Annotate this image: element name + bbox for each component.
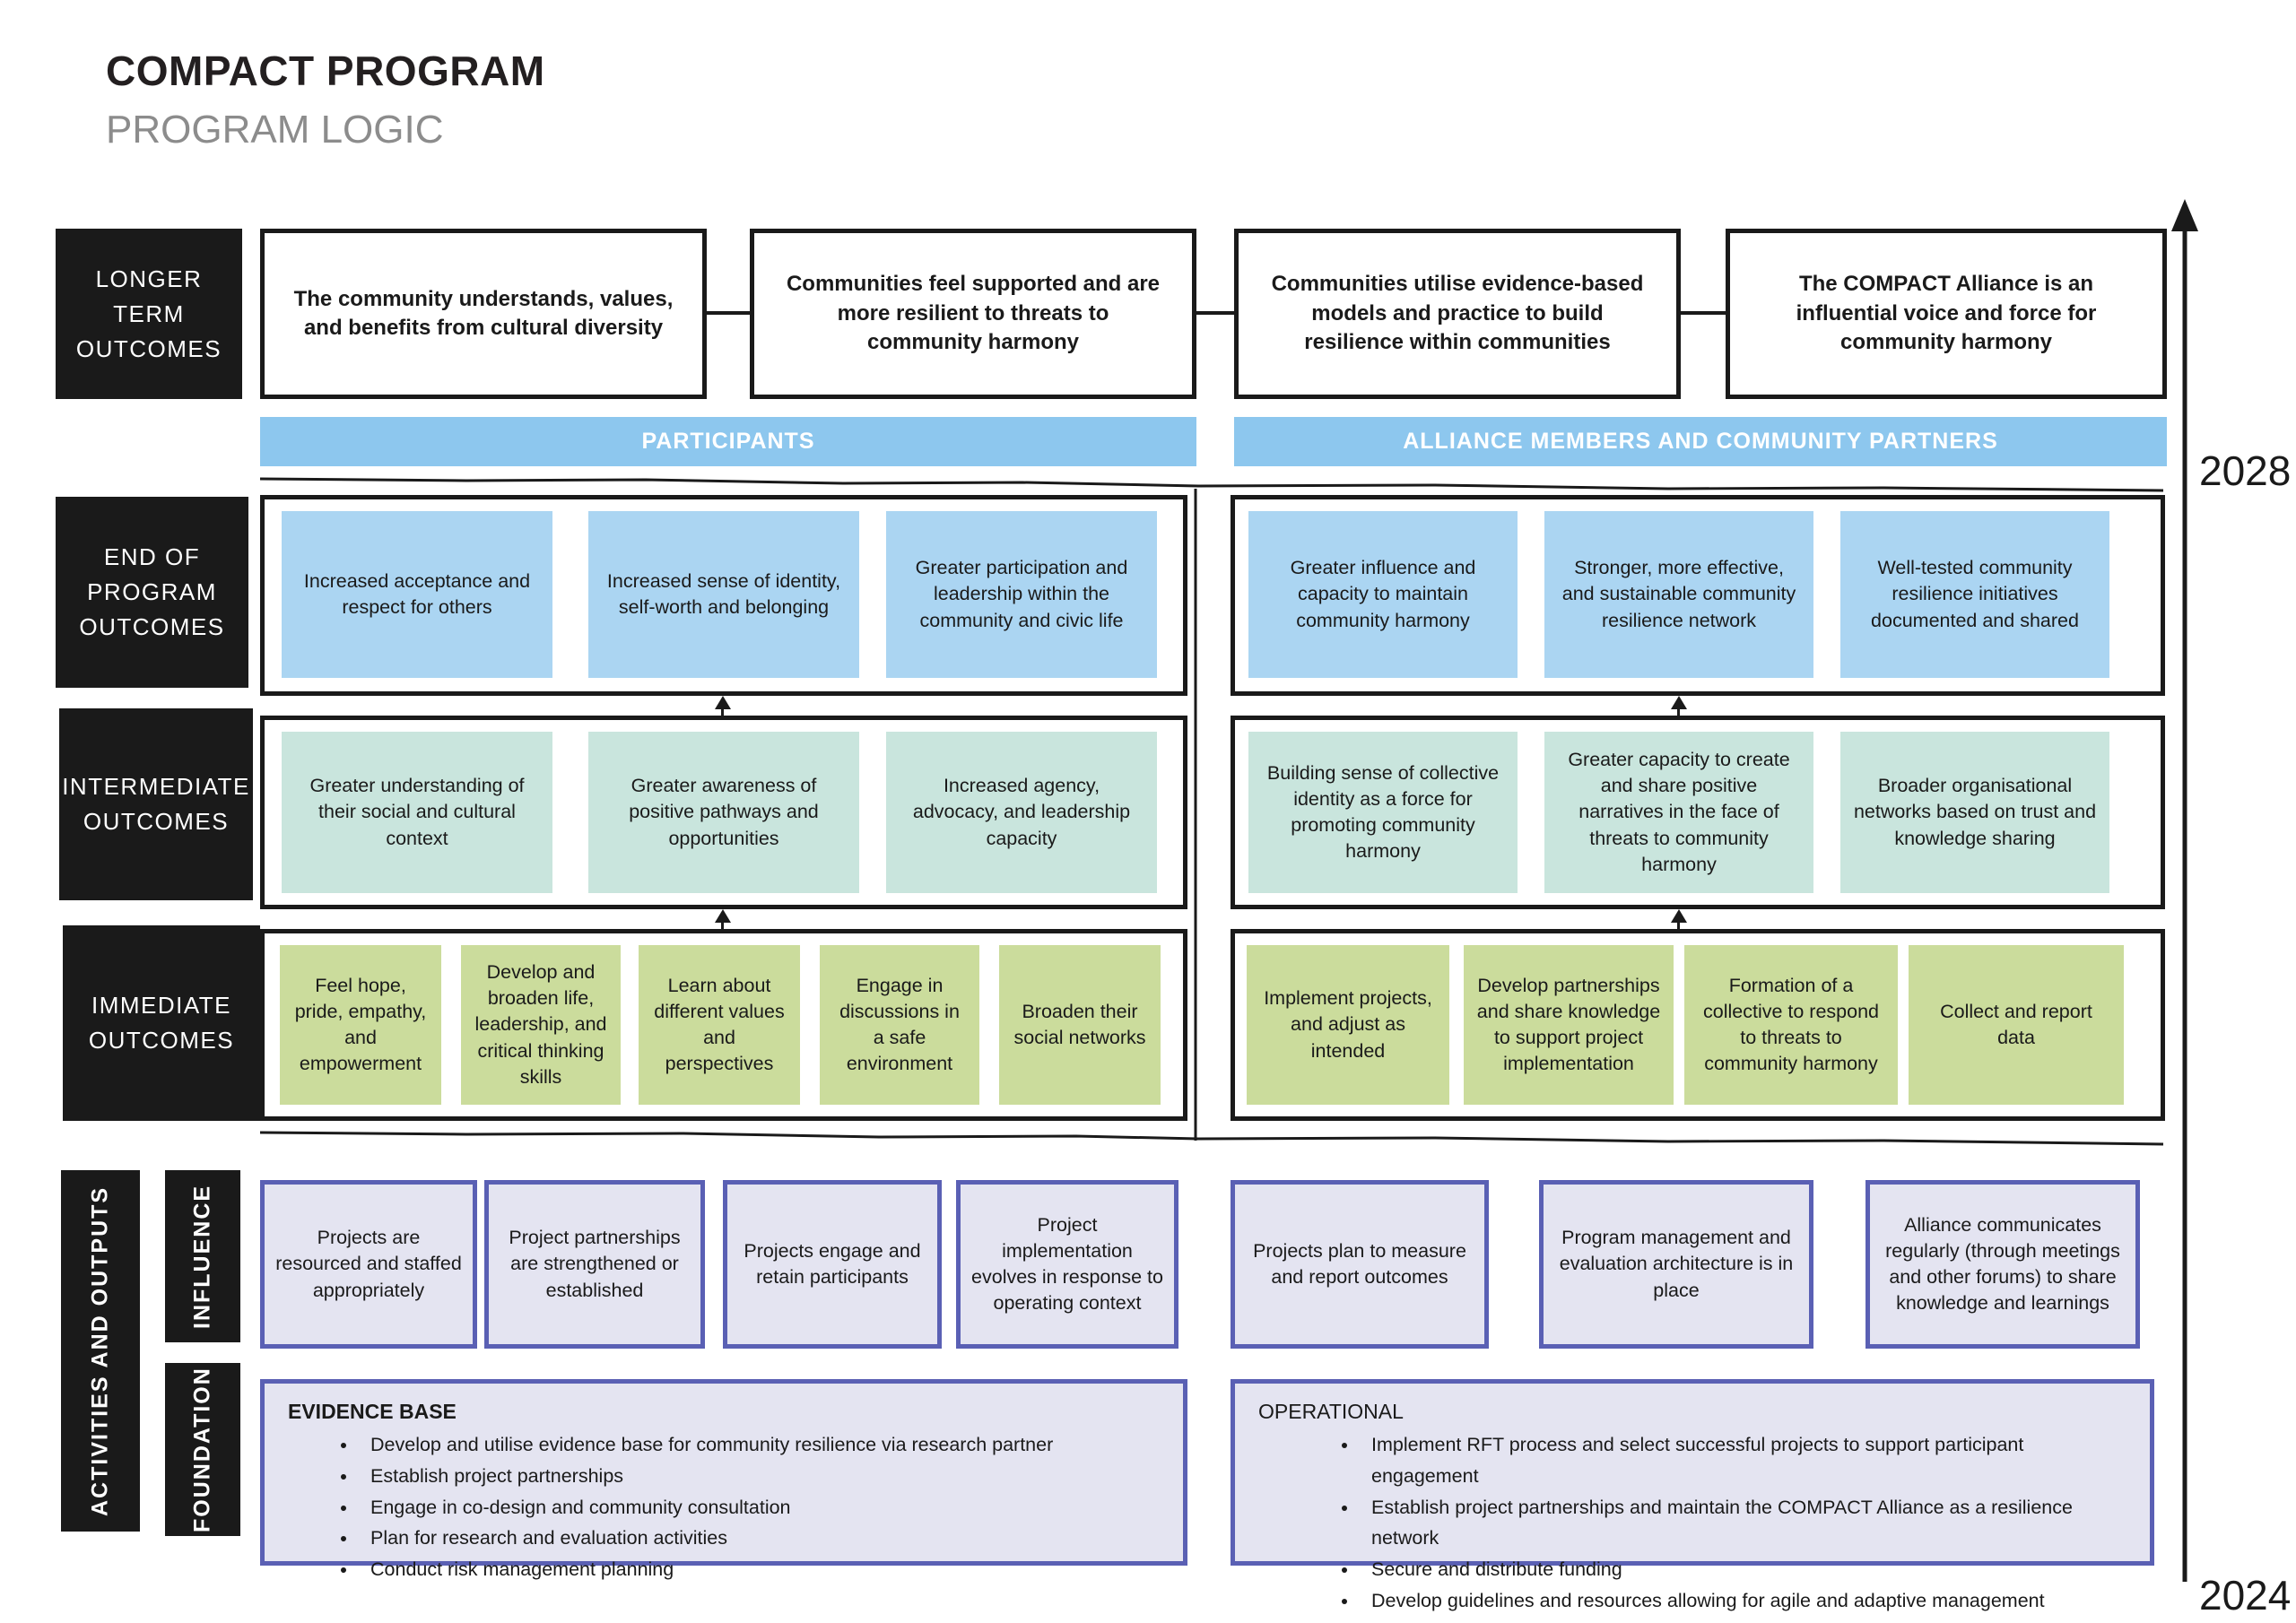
influence-output: Projects are resourced and staffed appro…	[260, 1180, 477, 1349]
intermediate-outcome: Increased agency, advocacy, and leadersh…	[886, 732, 1157, 893]
evidence-base-heading: EVIDENCE BASE	[288, 1400, 457, 1423]
influence-output: Project implementation evolves in respon…	[956, 1180, 1178, 1349]
row-label-activities-and-outputs: ACTIVITIES AND OUTPUTS	[61, 1170, 140, 1532]
arrow-head-icon	[1670, 696, 1687, 709]
intermediate-outcome: Greater awareness of positive pathways a…	[588, 732, 859, 893]
banner-alliance-members: ALLIANCE MEMBERS AND COMMUNITY PARTNERS	[1234, 417, 2167, 466]
immediate-outcome: Develop partnerships and share knowledge…	[1464, 945, 1674, 1105]
timeline-year-2028: 2028	[2199, 447, 2292, 494]
end-of-program-outcome: Well-tested community resilience initiat…	[1840, 511, 2109, 678]
up-arrow-alliance-2	[1670, 909, 1687, 929]
arrow-head-icon	[714, 909, 731, 923]
operational-item: Develop guidelines and resources allowin…	[1359, 1585, 2126, 1617]
operational-item: Establish project partnerships and maint…	[1359, 1492, 2126, 1555]
evidence-base-item: Establish project partnerships	[358, 1461, 1160, 1492]
evidence-base-item: Develop and utilise evidence base for co…	[358, 1429, 1160, 1461]
evidence-base-item: Plan for research and evaluation activit…	[358, 1523, 1160, 1554]
sketch-divider-bottom	[259, 1131, 2164, 1146]
intermediate-outcome: Greater understanding of their social an…	[282, 732, 552, 893]
foundation-operational: OPERATIONAL Implement RFT process and se…	[1231, 1379, 2154, 1623]
end-of-program-outcome: Stronger, more effective, and sustainabl…	[1544, 511, 1813, 678]
intermediate-outcome: Broader organisational networks based on…	[1840, 732, 2109, 893]
up-arrow-alliance-1	[1670, 696, 1687, 716]
end-of-program-outcome: Increased acceptance and respect for oth…	[282, 511, 552, 678]
operational-item: Secure and distribute funding	[1359, 1554, 2126, 1585]
row-label-longer-term-outcomes: LONGER TERM OUTCOMES	[56, 229, 242, 399]
timeline-year-2024: 2024	[2199, 1572, 2292, 1619]
longer-term-outcome-4: The COMPACT Alliance is an influential v…	[1726, 229, 2167, 399]
page-subtitle: PROGRAM LOGIC	[106, 108, 444, 152]
immediate-outcome: Formation of a collective to respond to …	[1684, 945, 1898, 1105]
immediate-outcome: Feel hope, pride, empathy, and empowerme…	[280, 945, 441, 1105]
operational-heading: OPERATIONAL	[1258, 1400, 1404, 1423]
longer-term-outcome-3: Communities utilise evidence-based model…	[1234, 229, 1681, 399]
immediate-outcome: Engage in discussions in a safe environm…	[820, 945, 979, 1105]
intermediate-outcome: Building sense of collective identity as…	[1248, 732, 1518, 893]
evidence-base-item: Conduct risk management planning	[358, 1554, 1160, 1585]
page-title: COMPACT PROGRAM	[106, 48, 545, 94]
immediate-outcome: Broaden their social networks	[999, 945, 1161, 1105]
immediate-outcome: Implement projects, and adjust as intend…	[1247, 945, 1449, 1105]
row-label-foundation: FOUNDATION	[165, 1363, 240, 1536]
longer-term-outcome-1: The community understands, values, and b…	[260, 229, 707, 399]
longer-term-outcome-2: Communities feel supported and are more …	[750, 229, 1196, 399]
sketch-divider-top	[259, 477, 2164, 492]
row-label-influence: INFLUENCE	[165, 1170, 240, 1342]
influence-output: Alliance communicates regularly (through…	[1866, 1180, 2140, 1349]
end-of-program-outcome: Increased sense of identity, self-worth …	[588, 511, 859, 678]
influence-output: Program management and evaluation archit…	[1539, 1180, 1813, 1349]
intermediate-outcome: Greater capacity to create and share pos…	[1544, 732, 1813, 893]
arrow-head-icon	[1670, 909, 1687, 923]
up-arrow-participants-1	[714, 696, 731, 716]
evidence-base-item: Engage in co-design and community consul…	[358, 1492, 1160, 1523]
end-of-program-outcome: Greater influence and capacity to mainta…	[1248, 511, 1518, 678]
influence-output: Project partnerships are strengthened or…	[484, 1180, 705, 1349]
immediate-outcome: Develop and broaden life, leadership, an…	[461, 945, 621, 1105]
influence-output: Projects plan to measure and report outc…	[1231, 1180, 1489, 1349]
row-label-intermediate-outcomes: INTERMEDIATE OUTCOMES	[59, 708, 253, 900]
immediate-outcome: Collect and report data	[1909, 945, 2124, 1105]
immediate-outcome: Learn about different values and perspec…	[639, 945, 800, 1105]
operational-list: Implement RFT process and select success…	[1258, 1429, 2126, 1623]
operational-item: Establish governance structures	[1359, 1617, 2126, 1623]
banner-participants: PARTICIPANTS	[260, 417, 1196, 466]
up-arrow-participants-2	[714, 909, 731, 929]
arrow-head-icon	[714, 696, 731, 709]
end-of-program-outcome: Greater participation and leadership wit…	[886, 511, 1157, 678]
timeline-arrow-head	[2171, 199, 2198, 231]
foundation-evidence-base: EVIDENCE BASE Develop and utilise eviden…	[260, 1379, 1187, 1580]
row-label-end-of-program-outcomes: END OF PROGRAM OUTCOMES	[56, 497, 248, 688]
influence-output: Projects engage and retain participants	[723, 1180, 942, 1349]
evidence-base-list: Develop and utilise evidence base for co…	[288, 1429, 1160, 1585]
operational-item: Implement RFT process and select success…	[1359, 1429, 2126, 1492]
row-label-immediate-outcomes: IMMEDIATE OUTCOMES	[63, 925, 260, 1121]
